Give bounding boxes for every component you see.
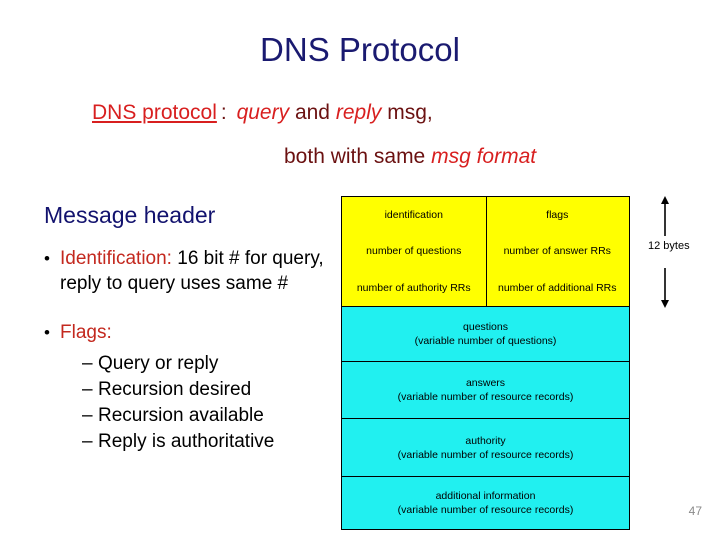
list-item: – Query or reply [82, 351, 334, 377]
header-cell-number-of-additional-rrs: number of additional RRs [498, 281, 617, 294]
list-item-label: Query or reply [98, 353, 219, 374]
list-item-label: Recursion desired [98, 379, 252, 400]
en-dash-icon: – [82, 431, 93, 452]
header-cell-number-of-answer-rrs: number of answer RRs [503, 245, 611, 258]
bullet-identification-text: Identification: 16 bit # for query, repl… [60, 246, 334, 296]
subtitle-keyword: DNS protocol [92, 101, 217, 124]
subtitle-reply-word: reply [335, 101, 382, 124]
bullet-identification: • Identification: 16 bit # for query, re… [44, 246, 334, 296]
double-headed-arrow-icon [661, 196, 669, 308]
header-vertical-divider [485, 197, 487, 306]
subtitle-line-two: both with same msg format [92, 142, 652, 172]
dns-section-answers-title: answers [465, 377, 506, 389]
bullet-identification-body: 16 bit # for query, reply to query uses … [60, 248, 324, 294]
list-item: – Recursion desired [82, 377, 334, 403]
header-cell-identification: identification [384, 209, 443, 222]
table-row: number of authority RRs number of additi… [342, 270, 629, 306]
dns-section-answers-detail: (variable number of resource records) [397, 391, 574, 403]
subtitle-msg-word: msg, [387, 101, 433, 124]
en-dash-icon: – [82, 353, 93, 374]
dns-section-questions-title: questions [463, 321, 508, 333]
dns-section-answers: answers (variable number of resource rec… [342, 362, 629, 419]
bullet-flags-text: Flags: [60, 320, 334, 345]
section-heading-message-header: Message header [44, 202, 216, 228]
header-size-annotation: 12 bytes [648, 196, 720, 308]
dns-section-questions-detail: (variable number of questions) [414, 335, 557, 347]
subtitle-line-two-prefix: both with same [284, 145, 426, 168]
table-row: number of questions number of answer RRs [342, 233, 629, 269]
content-left-column: Message header • Identification: 16 bit … [44, 200, 334, 455]
subtitle-and-word: and [294, 101, 330, 124]
bullet-glyph-icon: • [44, 323, 50, 342]
header-cell-number-of-authority-rrs: number of authority RRs [356, 281, 471, 294]
subtitle-line-two-emphasis: msg format [431, 145, 537, 168]
table-row: identification flags [342, 197, 629, 233]
dns-section-authority: authority (variable number of resource r… [342, 419, 629, 477]
en-dash-icon: – [82, 405, 93, 426]
list-item: – Reply is authoritative [82, 429, 334, 455]
bullet-glyph-icon: • [44, 249, 50, 268]
header-cell-number-of-questions: number of questions [366, 245, 462, 258]
dns-message-format-diagram: identification flags number of questions… [341, 196, 630, 530]
en-dash-icon: – [82, 379, 93, 400]
bullet-flags: • Flags: [44, 320, 334, 345]
bullet-identification-label: Identification: [60, 248, 172, 269]
subtitle-query-word: query [236, 101, 290, 124]
header-cell-flags: flags [546, 209, 569, 222]
flags-sub-list: – Query or reply – Recursion desired – R… [44, 351, 334, 455]
dns-section-additional-information: additional information (variable number … [342, 477, 629, 529]
page-title: DNS Protocol [260, 31, 460, 68]
dns-section-questions: questions (variable number of questions) [342, 307, 629, 362]
dns-section-additional-title: additional information [435, 490, 536, 502]
dns-section-authority-detail: (variable number of resource records) [397, 448, 574, 461]
list-item-label: Recursion available [98, 405, 264, 426]
bullet-flags-label: Flags: [60, 322, 112, 343]
list-item-label: Reply is authoritative [98, 431, 275, 452]
dns-section-authority-title: authority [465, 434, 506, 447]
subtitle-colon: : [220, 101, 227, 124]
page-number: 47 [688, 504, 702, 518]
spacer [44, 298, 334, 320]
dns-header-block: identification flags number of questions… [342, 197, 629, 307]
list-item: – Recursion available [82, 403, 334, 429]
dns-section-additional-detail: (variable number of resource records) [397, 504, 574, 516]
header-size-label: 12 bytes [648, 240, 690, 252]
subtitle-block: DNS protocol: query and reply msg, both … [92, 98, 652, 172]
